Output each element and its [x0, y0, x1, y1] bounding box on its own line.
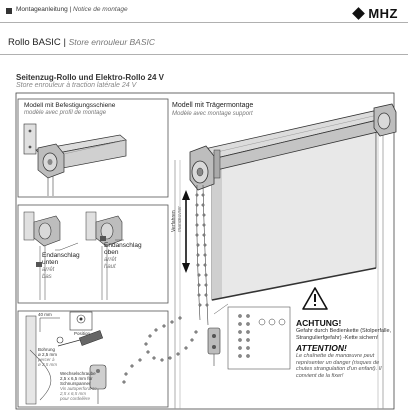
endstop-top-fr2: haut	[104, 263, 116, 270]
warning-text-fr: Le chaînette de manœuvre peut représente…	[296, 353, 382, 379]
travel-label-fr: manœuvrer	[176, 206, 183, 232]
product-name-fr: Store enrouleur BASIC	[68, 37, 156, 47]
warning-title-de: ACHTUNG!	[296, 318, 342, 328]
manual-title-de: Montageanleitung	[16, 6, 68, 13]
drill-size-fr: ø 2,5 mm	[38, 361, 58, 367]
dim-40-label: 40 mm	[38, 312, 52, 317]
section-title-fr: Store enrouleur à traction latérale 24 V	[16, 82, 137, 89]
support-model-title-fr: Modèle avec montage support	[172, 111, 253, 117]
brand-logo: MHZ	[352, 6, 398, 21]
screw-note-fr: pour cordelière	[60, 395, 91, 401]
manual-title-fr: Notice de montage	[73, 6, 128, 13]
brand-name: MHZ	[368, 6, 398, 21]
drill-note: Bohrung ø 2,5 mm percer à ø 2,5 mm	[38, 347, 58, 368]
product-title: Rollo BASIC | Store enrouleur BASIC	[8, 37, 155, 48]
endstop-bottom-fr2: bas	[42, 273, 52, 280]
product-name-de: Rollo BASIC	[8, 37, 61, 48]
rail-model-title-de: Modell mit Befestigungsschiene	[24, 102, 116, 109]
drill-fr: percer à	[38, 356, 55, 362]
warning-title-fr: ATTENTION!	[296, 343, 347, 354]
support-model-title-de: Modell mit Trägermontage	[172, 102, 254, 109]
endstop-top-line1: Endanschlag	[104, 242, 142, 249]
screw-note: Wechselschraube 2,5 x 6,5 mm für Schnurs…	[60, 371, 97, 402]
drill-size: ø 2,5 mm	[38, 351, 58, 357]
header-bullet	[6, 8, 12, 14]
product-divider	[0, 54, 408, 55]
screw-size-fr: 2,5 x 6,5 mm	[60, 390, 87, 396]
warning-block: ACHTUNG! Gefahr durch Bedienkette (Stolp…	[296, 318, 392, 380]
product-name-separator: |	[60, 37, 69, 48]
section-title-de: Seitenzug-Rollo und Elektro-Rollo 24 V	[16, 73, 165, 82]
endstop-bottom-line1: Endanschlag	[42, 252, 80, 259]
endstop-bottom-line2: unten	[42, 259, 59, 267]
screw-note-de: Schnurspanner	[60, 380, 91, 386]
travel-label: Verfahren manœuvrer	[171, 206, 183, 232]
endstop-bottom-label: Endanschlag unten arrêt bas	[42, 252, 80, 281]
header-divider	[0, 22, 408, 23]
drill-de: Bohrung	[38, 347, 56, 352]
screw-size: 2,5 x 6,5 mm für	[60, 375, 93, 381]
manual-title: Montageanleitung | Notice de montage	[16, 6, 128, 13]
rail-model-title-fr: modèle avec profil de montage	[24, 110, 107, 116]
warning-text-de: Gefahr durch Bedienkette (Stolperfalle, …	[296, 328, 392, 341]
endstop-bottom-fr: arrêt	[42, 266, 55, 273]
endstop-top-label: Endanschlag oben arrêt haut	[104, 242, 142, 271]
position-label: Position	[74, 331, 91, 336]
endstop-top-line2: oben	[104, 249, 119, 257]
endstop-top-fr: arrêt	[104, 256, 117, 263]
screw-de: Wechselschraube	[60, 371, 96, 376]
manual-title-separator: |	[67, 6, 73, 13]
screw-fr: Vis autoperforante	[60, 385, 97, 391]
